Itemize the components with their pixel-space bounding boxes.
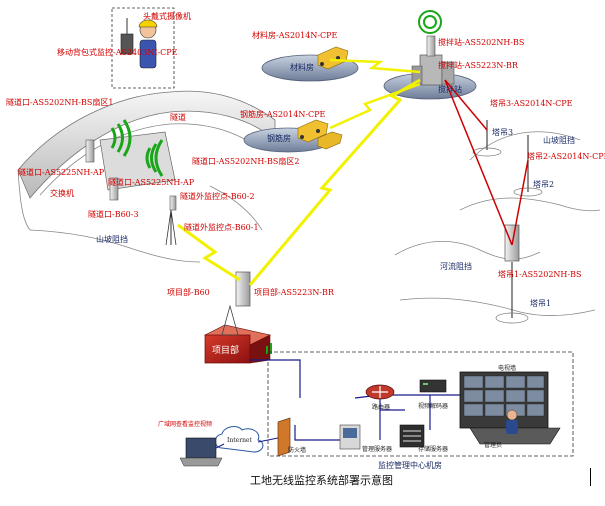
wireless-link-left — [177, 223, 241, 282]
label-hill-block-left: 山坡阻挡 — [96, 235, 128, 244]
label-sector2: 隧道口-AS5202NH-BS扇区2 — [192, 157, 300, 166]
mixing-plant-icon — [411, 38, 455, 86]
router-icon — [365, 384, 395, 400]
tower-crane-icon — [472, 120, 502, 157]
label-material-cpe: 材料房-AS2014N-CPE — [252, 31, 338, 40]
label-mixing-bs: 搅拌站-AS5202NH-BS — [438, 38, 525, 47]
server-icon — [339, 424, 361, 450]
label-tunnel-ap: 隧道口-AS5225NH-AP — [18, 168, 105, 177]
label-tower1-bs: 塔吊1-AS5202NH-BS — [498, 270, 582, 279]
label-mgmt-server: 管理服务器 — [362, 446, 393, 453]
tower-crane-icon — [495, 262, 529, 324]
label-tunnel-b603: 隧道口-B60-3 — [88, 210, 139, 219]
label-rebar-room: 钢筋房 — [267, 134, 291, 143]
antenna-icon — [109, 177, 119, 201]
label-project-b60: 项目部-B60 — [167, 288, 210, 297]
helmet-camera-box — [111, 7, 175, 89]
signal-wave-icon — [145, 139, 164, 177]
signal-wave-icon — [110, 119, 132, 157]
label-material-room: 材料房 — [290, 63, 314, 72]
control-room-box — [267, 351, 574, 457]
label-firewall: 防火墙 — [288, 447, 307, 454]
label-project-dept: 项目部 — [212, 346, 240, 356]
label-video-decoder: 视频解码器 — [418, 403, 449, 410]
label-outside-b601: 隧道外监控点-B60-1 — [184, 223, 259, 232]
label-hill-block-right: 山坡阻挡 — [543, 136, 575, 145]
operator-icon — [506, 409, 518, 434]
label-control-room: 监控管理中心机房 — [378, 461, 442, 470]
label-operator: 管理员 — [484, 442, 503, 449]
link-arrow — [215, 437, 279, 449]
label-helmet-camera: 头戴式摄像机 — [143, 12, 191, 21]
label-tower2: 塔吊2 — [533, 180, 555, 189]
label-tower1: 塔吊1 — [530, 299, 552, 308]
label-switch: 交换机 — [50, 189, 74, 198]
wireless-link-rebar — [329, 82, 421, 130]
laptop-icon — [179, 437, 223, 467]
label-router: 路由器 — [372, 404, 391, 411]
label-tower3: 塔吊3 — [492, 128, 514, 137]
antenna-icon — [85, 139, 95, 163]
link-red — [444, 79, 529, 246]
antenna-icon — [426, 35, 436, 57]
tunnel-box — [99, 131, 176, 191]
tower-crane-icon — [165, 209, 177, 246]
wireless-link-material — [329, 58, 421, 74]
label-tower3-cpe: 塔吊3-AS2014N-CPE — [490, 99, 573, 108]
server-icon — [399, 424, 425, 448]
truck-icon — [317, 131, 343, 150]
label-tunnel-sector1: 隧道口-AS5202NH-BS扇区1 — [6, 98, 114, 107]
label-tunnel-ap2: 隧道口-AS5225NH-AP — [108, 178, 195, 187]
firewall-icon — [277, 417, 291, 457]
label-mixing-br: 搅拌站-AS5223N-BR — [438, 61, 518, 70]
label-river-block: 河流阻挡 — [440, 262, 472, 271]
hill-terrain-right — [394, 131, 601, 317]
label-rebar-cpe: 钢筋房-AS2014N-CPE — [240, 110, 326, 119]
server-icon — [419, 379, 447, 393]
signal-wave-icon — [266, 343, 272, 354]
truck-icon — [297, 119, 329, 143]
label-internet: Internet — [227, 437, 252, 444]
label-tower2-cpe: 塔吊2-AS2014N-CPE — [527, 152, 605, 161]
label-tunnel: 隧道 — [170, 113, 186, 122]
label-backpack-cpe: 移动背包式监控-AS2403NI-CPE — [57, 48, 178, 57]
label-video-wall: 电视墙 — [498, 365, 517, 372]
label-project-br: 项目部-AS5223N-BR — [254, 288, 334, 297]
label-outside-b602: 隧道外监控点-B60-2 — [180, 192, 255, 201]
cloud-icon — [214, 426, 264, 453]
text-cursor — [590, 468, 591, 486]
video-wall-icon — [459, 371, 561, 445]
signal-wave-icon — [418, 10, 442, 34]
label-remote-view: 广域网查看监控视频 — [158, 421, 213, 428]
antenna-icon — [169, 195, 177, 211]
helmet-camera-icon — [120, 18, 158, 69]
label-mixing-station: 搅拌站 — [438, 85, 462, 94]
label-storage-server: 存储服务器 — [418, 446, 449, 453]
diagram-title: 工地无线监控系统部署示意图 — [250, 474, 393, 487]
project-dept-box — [204, 304, 271, 364]
